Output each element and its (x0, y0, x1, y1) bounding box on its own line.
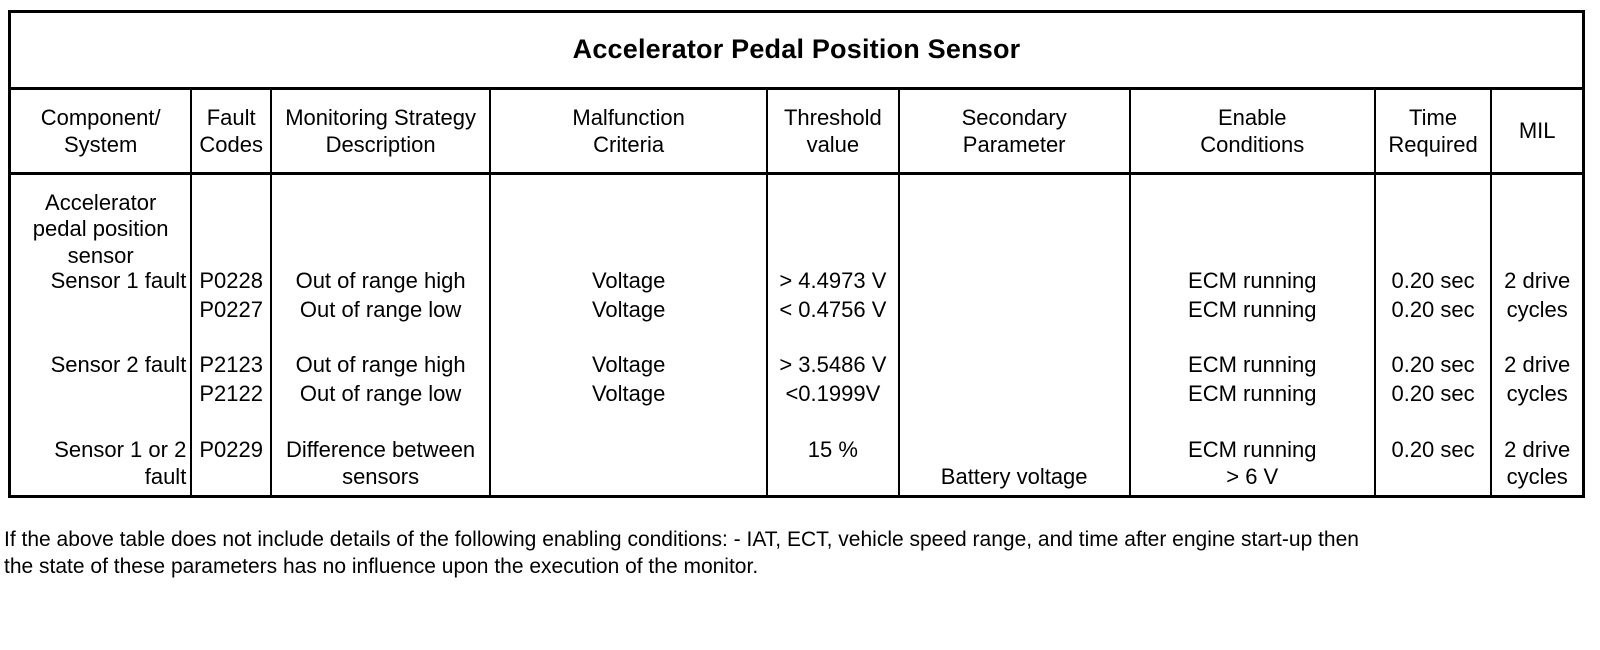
cell-secondary-parameter: Battery voltage (900, 175, 1131, 495)
mil-1-line1: 2 drive (1504, 268, 1571, 293)
column-header-line1: Monitoring Strategy (285, 104, 476, 130)
cell-fault-codes: P0228 P0227 P2123 P2122 P0229 (192, 175, 273, 495)
enable-condition-5: ECM running (1188, 437, 1317, 462)
column-header-line1: Enable (1217, 104, 1287, 130)
strategy-difference-line1: Difference between (286, 437, 476, 462)
cell-malfunction-criteria: Voltage Voltage Voltage Voltage (491, 175, 769, 495)
column-header-line1: Malfunction (572, 104, 685, 130)
column-header-line2: Description (325, 132, 436, 157)
column-header-line2: System (63, 132, 138, 157)
component-sensor-1-fault: Sensor 1 fault (50, 268, 187, 293)
fault-code-p0227: P0227 (199, 297, 263, 322)
cell-monitoring-strategy: Out of range high Out of range low Out o… (272, 175, 492, 495)
column-header-line2: Codes (199, 132, 263, 157)
component-heading-line3: sensor (67, 243, 134, 268)
column-header-component-system: Component/ System (11, 90, 193, 172)
mil-1-line2: cycles (1506, 297, 1568, 322)
fault-code-p0229: P0229 (199, 437, 263, 462)
time-required-3: 0.20 sec (1391, 352, 1475, 377)
cell-time-required: 0.20 sec 0.20 sec 0.20 sec 0.20 sec 0.20… (1376, 175, 1493, 495)
footnote-line-1: If the above table does not include deta… (4, 528, 1359, 551)
column-header-line2: Conditions (1200, 132, 1305, 157)
threshold-4: <0.1999V (785, 381, 881, 406)
component-sensor-1-or-2-fault-line1: Sensor 1 or 2 (54, 437, 187, 462)
criteria-voltage-4: Voltage (591, 381, 666, 406)
threshold-1: > 4.4973 V (779, 268, 887, 293)
threshold-2: < 0.4756 V (779, 297, 887, 322)
strategy-sensor1-high: Out of range high (295, 268, 466, 293)
criteria-voltage-1: Voltage (591, 268, 666, 293)
criteria-voltage-2: Voltage (591, 297, 666, 322)
enable-condition-1: ECM running (1188, 268, 1317, 293)
diagnostic-table: Accelerator Pedal Position Sensor Compon… (8, 10, 1585, 498)
column-header-fault-codes: Fault Codes (192, 90, 273, 172)
strategy-difference-line2: sensors (342, 464, 420, 489)
enable-condition-6: > 6 V (1226, 464, 1279, 489)
enable-condition-4: ECM running (1188, 381, 1317, 406)
column-header-time-required: Time Required (1376, 90, 1493, 172)
component-sensor-2-fault: Sensor 2 fault (50, 352, 187, 377)
column-header-line2: Required (1388, 132, 1478, 157)
column-header-line1: Component/ (40, 104, 161, 130)
column-header-line2: Parameter (962, 132, 1066, 157)
column-header-line1: Secondary (961, 104, 1067, 130)
strategy-sensor2-low: Out of range low (299, 381, 462, 406)
column-header-line2: Criteria (593, 132, 665, 157)
fault-code-p2122: P2122 (199, 381, 263, 406)
mil-3-line1: 2 drive (1504, 437, 1571, 462)
time-required-1: 0.20 sec (1391, 268, 1475, 293)
table-body-row: Accelerator pedal position sensor Sensor… (11, 175, 1582, 495)
column-header-secondary-parameter: Secondary Parameter (900, 90, 1131, 172)
column-header-line2: value (806, 132, 860, 157)
fault-code-p2123: P2123 (199, 352, 263, 377)
enable-condition-3: ECM running (1188, 352, 1317, 377)
column-header-mil: MIL (1492, 90, 1582, 172)
footnote: If the above table does not include deta… (4, 527, 1584, 581)
time-required-5: 0.20 sec (1391, 437, 1475, 462)
column-header-line1: Fault (206, 104, 256, 130)
column-header-monitoring-strategy: Monitoring Strategy Description (272, 90, 492, 172)
criteria-voltage-3: Voltage (591, 352, 666, 377)
cell-threshold-value: > 4.4973 V < 0.4756 V > 3.5486 V <0.1999… (768, 175, 900, 495)
cell-mil: 2 drive cycles 2 drive cycles 2 drive cy… (1492, 175, 1582, 495)
fault-code-p0228: P0228 (199, 268, 263, 293)
component-heading-line2: pedal position (32, 216, 169, 241)
column-header-enable-conditions: Enable Conditions (1131, 90, 1376, 172)
component-sensor-1-or-2-fault-line2: fault (144, 464, 187, 489)
time-required-4: 0.20 sec (1391, 381, 1475, 406)
enable-condition-2: ECM running (1188, 297, 1317, 322)
cell-enable-conditions: ECM running ECM running ECM running ECM … (1131, 175, 1376, 495)
threshold-3: > 3.5486 V (779, 352, 887, 377)
column-header-line1: Threshold (783, 104, 882, 130)
time-required-2: 0.20 sec (1391, 297, 1475, 322)
mil-2-line2: cycles (1506, 381, 1568, 406)
component-heading-line1: Accelerator (45, 190, 157, 215)
column-header-threshold-value: Threshold value (768, 90, 900, 172)
column-header-line1: MIL (1518, 118, 1556, 144)
mil-3-line2: cycles (1506, 464, 1568, 489)
strategy-sensor2-high: Out of range high (295, 352, 466, 377)
footnote-line-2: the state of these parameters has no inf… (4, 554, 759, 578)
strategy-sensor1-low: Out of range low (299, 297, 462, 322)
page-title: Accelerator Pedal Position Sensor (572, 34, 1021, 65)
column-header-malfunction-criteria: Malfunction Criteria (491, 90, 769, 172)
column-header-line1: Time (1409, 104, 1458, 130)
cell-component-system: Accelerator pedal position sensor Sensor… (11, 175, 193, 495)
table-title-row: Accelerator Pedal Position Sensor (11, 13, 1582, 90)
mil-2-line1: 2 drive (1504, 352, 1571, 377)
secondary-battery-voltage: Battery voltage (940, 464, 1088, 489)
threshold-5: 15 % (807, 437, 858, 462)
table-header-row: Component/ System Fault Codes Monitoring… (11, 90, 1582, 175)
